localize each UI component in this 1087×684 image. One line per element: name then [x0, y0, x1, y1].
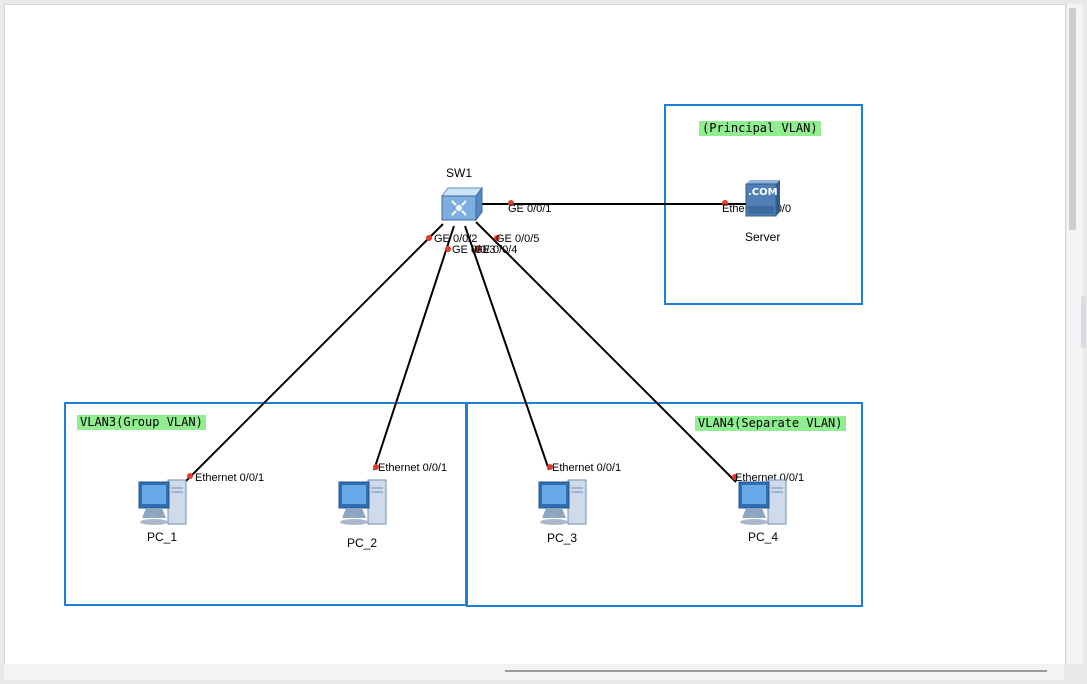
sw1-device[interactable] [440, 185, 484, 222]
pc3-name: PC_3 [547, 531, 578, 545]
pc1-name: PC_1 [147, 530, 178, 544]
separate-vlan-box[interactable] [466, 402, 863, 607]
horizontal-scrollbar[interactable] [4, 664, 1064, 680]
group-vlan-label[interactable]: VLAN3(Group VLAN) [77, 415, 206, 430]
port-label-sw1-ge5: GE 0/0/5 [496, 233, 540, 245]
pc4-name: PC_4 [748, 530, 779, 544]
horizontal-scroll-thumb[interactable] [505, 670, 1047, 672]
server-com-badge: .COM [748, 187, 778, 198]
pc3-device[interactable] [536, 478, 590, 528]
port-label-pc4: Ethernet 0/0/1 [735, 472, 805, 484]
port-dot-pc4 [732, 474, 738, 480]
vertical-scroll-thumb[interactable] [1069, 8, 1076, 230]
port-dot-sw1-ge5 [494, 235, 500, 241]
pc-icon [738, 479, 787, 525]
port-label-pc3: Ethernet 0/0/1 [552, 462, 622, 474]
port-dot-pc2 [373, 464, 379, 470]
pc2-name: PC_2 [347, 536, 378, 550]
port-label-sw1-ge3: GE 0/0/3 [452, 244, 496, 256]
port-label-sw1-ge2: GE 0/0/2 [434, 233, 478, 245]
pc-icon [338, 479, 387, 525]
group-vlan-box[interactable] [64, 402, 467, 606]
server-device[interactable]: .COM [742, 178, 784, 220]
panel-collapse-handle[interactable] [1081, 296, 1086, 348]
pc1-device[interactable] [136, 478, 190, 528]
port-dot-sw1-ge1 [508, 200, 514, 206]
port-dot-sw1-ge2 [426, 235, 432, 241]
server-name: Server [745, 230, 781, 244]
port-label-pc2: Ethernet 0/0/1 [378, 462, 448, 474]
principal-vlan-label[interactable]: (Principal VLAN) [699, 121, 821, 136]
port-label-sw1-ge1: GE 0/0/1 [508, 203, 552, 215]
port-dot-server [722, 200, 728, 206]
port-dot-sw1-ge4 [475, 246, 481, 252]
pc4-device[interactable] [736, 478, 790, 528]
pc-icon [138, 479, 187, 525]
switch-icon [441, 186, 483, 222]
port-dot-pc3 [547, 464, 553, 470]
port-label-sw1-ge4: GE 0/0/4 [474, 244, 518, 256]
sw1-name: SW1 [446, 166, 473, 180]
separate-vlan-label[interactable]: VLAN4(Separate VLAN) [695, 416, 846, 431]
port-dot-pc1 [187, 473, 193, 479]
pc2-device[interactable] [336, 478, 390, 528]
port-label-pc1: Ethernet 0/0/1 [195, 472, 265, 484]
server-icon [745, 180, 780, 217]
pc-icon [538, 479, 587, 525]
port-dot-sw1-ge3 [445, 246, 451, 252]
